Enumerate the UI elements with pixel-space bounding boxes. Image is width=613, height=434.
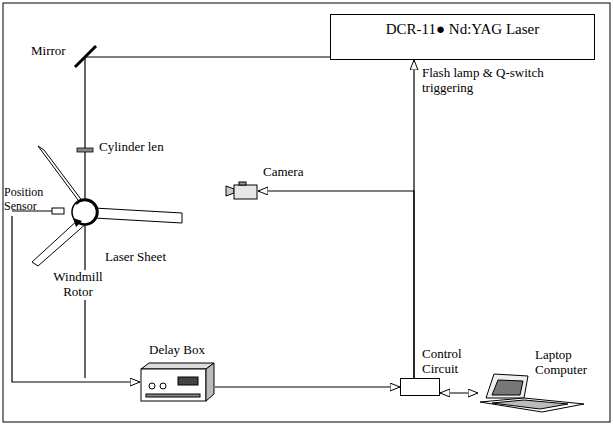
laptop-screen [486,374,528,398]
laser-beam [85,56,330,57]
laser-box: DCR-11● Nd:YAG Laser [330,14,595,60]
camera-icon [226,182,258,200]
node-heading: Control Circuit [421,347,475,377]
signal-connector [12,216,140,382]
camera-body [234,185,257,199]
camera-viewfinder [239,182,246,185]
position-sensor [52,208,64,214]
camera-node: Camera [226,182,258,200]
laptop-node: Laptop Computer [478,372,586,414]
camera-lens [226,186,234,196]
laptop-display [492,380,523,395]
laptop-icon [478,372,586,414]
node-heading: Delay Box [148,343,206,358]
rotor-blade [32,218,88,266]
signal-connector [258,191,414,378]
delay-box-display [178,377,198,385]
delay-box-front [141,369,206,401]
rotation-arrowhead [73,218,82,227]
rotor-blade [94,208,182,223]
lens-label: Cylinder len [98,140,165,155]
delay-box-node: Delay Box [140,362,215,402]
node-heading: Camera [262,165,304,180]
delay-box-knob [160,383,166,389]
mirror-label: Mirror [30,44,67,59]
control-circuit-box: Control Circuit [400,378,440,396]
delay-box-knob [149,383,155,389]
cylinder-lens [77,148,93,152]
sensor-node: Position Sensor [4,186,56,216]
node-label: DCR-11● Nd:YAG Laser [339,21,586,38]
node-heading: Laptop Computer [534,348,598,378]
signal-connector [440,392,478,393]
delay-box-side [206,363,214,401]
laptop-keyboard [492,400,568,409]
outer-frame [3,3,610,422]
rotor-label: Windmill Rotor [48,270,108,300]
laptop-base [480,398,584,412]
delay-box-top [141,363,214,369]
edge-label: Flash lamp & Q-switch triggering [421,66,553,96]
signal-connector [215,386,400,387]
delay-box-slot [146,394,200,397]
laser-sheet-label: Laser Sheet [104,250,167,265]
signal-connector [413,60,414,378]
mirror-symbol [75,46,96,67]
node-label: Position Sensor [4,186,56,214]
delay-icon [140,362,215,402]
